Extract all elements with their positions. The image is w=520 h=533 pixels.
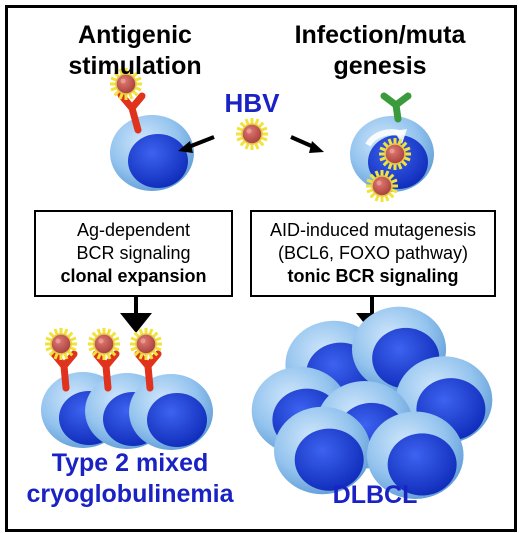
hbv-virion-icon	[364, 168, 400, 204]
heading-infection-mutagenesis: Infection/muta genesis	[294, 21, 466, 80]
hbv-label: HBV	[224, 88, 280, 118]
figure-border	[5, 5, 517, 532]
outcome-cryoglobulinemia: Type 2 mixed cryoglobulinemia	[26, 449, 234, 508]
box-left-line3: clonal expansion	[60, 266, 207, 286]
dlbcl-cell-cluster	[251, 306, 493, 499]
box-left-line1: Ag-dependent	[76, 220, 191, 240]
hbv-virion-icon	[377, 136, 413, 172]
aid-mutagenesis-box: AID-induced mutagenesis (BCL6, FOXO path…	[250, 210, 496, 297]
antigen-dependent-signaling-box: Ag-dependent BCR signaling clonal expans…	[34, 210, 233, 297]
outcome-dlbcl: DLBCL	[332, 481, 418, 509]
box-right-line1: AID-induced mutagenesis	[269, 220, 477, 240]
right-arrow-icon	[290, 135, 324, 153]
box-right-line2: (BCL6, FOXO pathway)	[277, 243, 469, 263]
bcr-receptor-icon	[117, 91, 146, 134]
down-arrow-icon	[120, 297, 152, 333]
hbv-virion-icon	[86, 326, 122, 362]
hbv-virion-icon	[43, 326, 79, 362]
heading-antigenic-stimulation: Antigenic stimulation	[68, 21, 202, 80]
box-right-line3: tonic BCR signaling	[287, 266, 459, 286]
bcr-receptor-icon	[380, 92, 412, 123]
box-left-line2: BCR signaling	[76, 243, 191, 263]
b-cell-icon	[110, 115, 194, 191]
hbv-virion-icon	[234, 116, 270, 152]
circular-arrow-icon	[365, 129, 407, 147]
left-arrow-icon	[178, 135, 215, 153]
hbv-virion-icon	[128, 326, 164, 362]
